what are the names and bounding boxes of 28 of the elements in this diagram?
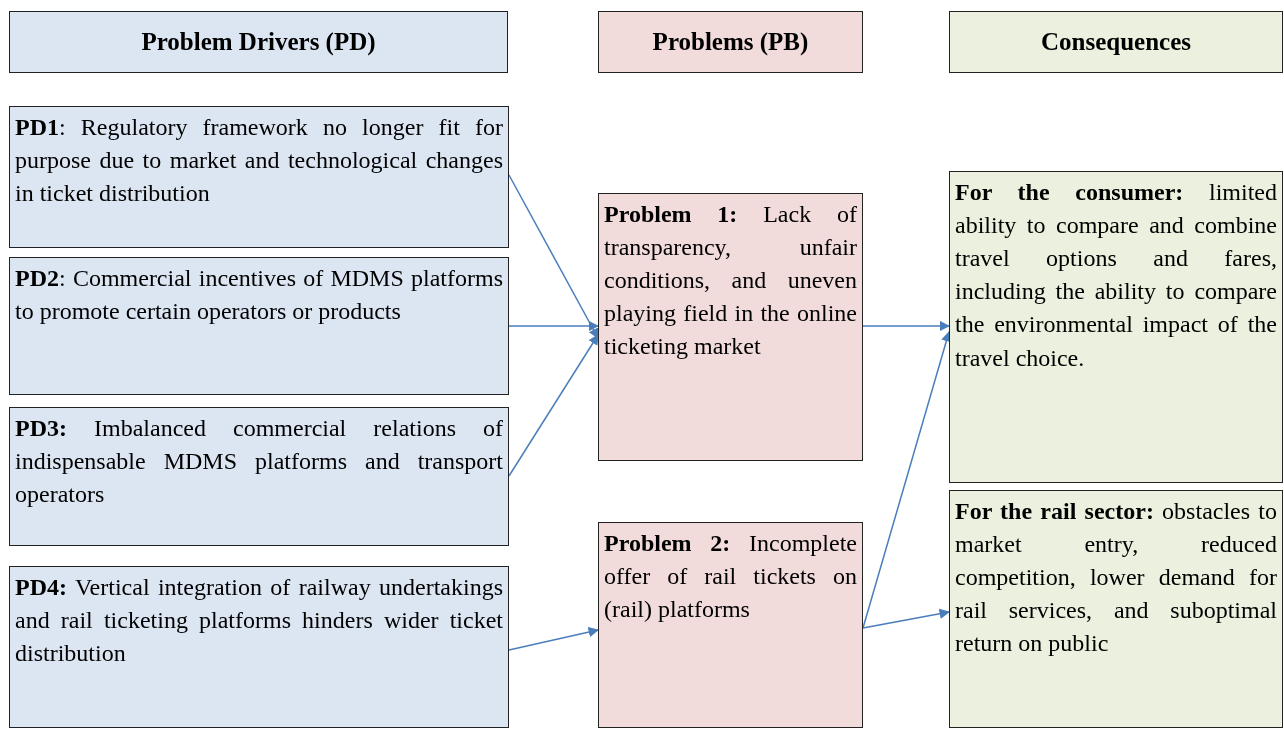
driver-text: PD3: Imbalanced commercial relations of indispensable MDMS platforms and transport operators: [15, 414, 503, 510]
problem-text: Problem 2: Incomplete offer of rail tickets on (rail) platforms: [604, 529, 857, 625]
driver-box: [9, 566, 509, 728]
consequence-box: [949, 490, 1283, 728]
driver-text: PD2: Commercial incentives of MDMS platforms to promote certain operators or products: [15, 264, 503, 327]
driver-text: PD4: Vertical integration of railway undertakings and rail ticketing platforms hinders wider ticket distribution: [15, 573, 503, 669]
header-text: Problem Drivers (PD): [141, 27, 376, 57]
arrow: [862, 608, 951, 629]
problem-text: Problem 1: Lack of transparency, unfair conditions, and uneven playing field in the online ticketing market: [604, 200, 857, 362]
header-text: Consequences: [1041, 27, 1191, 57]
arrow: [508, 320, 600, 332]
problem-box: [598, 193, 863, 461]
column-header: [949, 11, 1283, 73]
arrow: [862, 320, 951, 332]
arrow: [508, 334, 599, 477]
driver-text: PD1: Regulatory framework no longer fit for purpose due to market and technological changes in ticket distribution: [15, 113, 503, 209]
driver-box: [9, 106, 509, 248]
driver-box: [9, 257, 509, 395]
arrow: [508, 174, 599, 339]
consequence-box: [949, 171, 1283, 483]
problem-box: [598, 522, 863, 728]
header-text: Problems (PB): [652, 27, 809, 57]
driver-box: [9, 407, 509, 546]
arrow: [508, 626, 599, 651]
column-header: [9, 11, 508, 73]
column-header: [598, 11, 863, 73]
consequence-text: For the rail sector: obstacles to market entry, reduced competition, lower demand for rail services, and suboptimal return on public: [955, 497, 1277, 659]
consequence-text: For the consumer: limited ability to compare and combine travel options and fares, including the ability to compare the environmental impact of the travel choice.: [955, 178, 1277, 373]
